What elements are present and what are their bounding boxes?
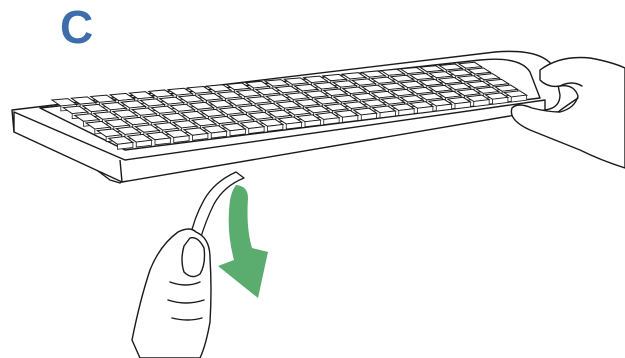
left-hand-icon: [132, 229, 211, 358]
curved-arrow-down-icon: [218, 185, 268, 298]
